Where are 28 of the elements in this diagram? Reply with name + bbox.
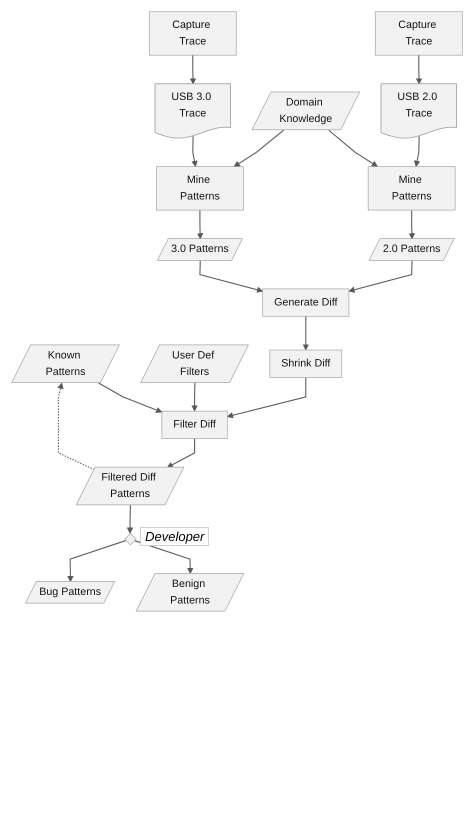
arrow [190, 55, 196, 84]
node-caption: Developer [140, 527, 210, 546]
arrow [408, 210, 416, 240]
arrow [191, 136, 198, 167]
arrow [67, 540, 126, 582]
node-box: Shrink Diff [269, 350, 342, 378]
arrow [414, 136, 420, 167]
arrow [134, 540, 194, 574]
node-box: Filter Diff [162, 410, 228, 439]
arrow [126, 505, 134, 534]
arrow [197, 210, 204, 240]
arrow [302, 316, 309, 350]
node-box: Generate Diff [262, 288, 350, 317]
node-box: Capture Trace [374, 11, 463, 56]
arrow [191, 382, 198, 412]
arrow [166, 438, 196, 468]
arrow [328, 130, 378, 167]
arrow [199, 260, 263, 293]
arrow [98, 382, 162, 413]
node-box: Mine Patterns [368, 166, 456, 210]
arrow [416, 55, 422, 84]
node-box: Capture Trace [148, 11, 237, 56]
arrow [348, 260, 413, 293]
arrow [234, 130, 284, 167]
node-diamond [124, 532, 137, 546]
arrow [57, 382, 95, 470]
node-box: Mine Patterns [156, 166, 244, 210]
arrow [227, 377, 306, 418]
